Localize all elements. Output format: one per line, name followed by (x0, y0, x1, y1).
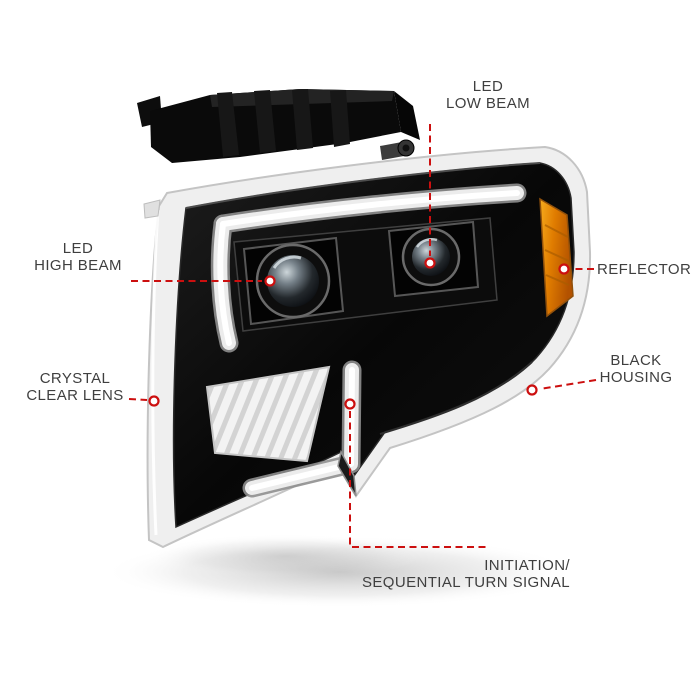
callout-led-high-beam: LED HIGH BEAM (30, 240, 126, 274)
leader-crystal-clear-lens (128, 395, 160, 407)
turn-signal-lens (205, 365, 331, 463)
callout-led-high-beam-line1: LED (62, 240, 94, 257)
callout-turn-signal-line1: INITIATION/ (484, 557, 570, 574)
callout-black-housing-line2: HOUSING (599, 369, 673, 386)
callout-turn-signal: INITIATION/ SEQUENTIAL TURN SIGNAL (340, 557, 570, 591)
lens-bottom-point (337, 449, 357, 497)
leader-turn-signal (344, 398, 488, 548)
mounting-tab (143, 199, 161, 219)
callout-reflector: REFLECTOR (597, 261, 697, 278)
callout-crystal-clear-lens-line1: CRYSTAL (39, 370, 111, 387)
leader-led-low-beam (424, 124, 436, 269)
high-beam-projector (242, 236, 345, 326)
callout-led-low-beam-line1: LED (472, 78, 504, 95)
callout-led-low-beam: LED LOW BEAM (403, 78, 573, 112)
leader-black-housing (526, 379, 597, 396)
leader-led-high-beam (131, 275, 276, 287)
amber-reflector (539, 197, 574, 318)
callout-led-high-beam-line2: HIGH BEAM (34, 257, 122, 274)
callout-reflector-label: REFLECTOR (597, 261, 692, 278)
mounting-bracket (137, 89, 420, 163)
callout-black-housing: BLACK HOUSING (598, 352, 674, 386)
leader-reflector (558, 263, 594, 275)
callout-turn-signal-line2: SEQUENTIAL TURN SIGNAL (361, 574, 570, 591)
callout-crystal-clear-lens: CRYSTAL CLEAR LENS (24, 370, 126, 404)
callout-crystal-clear-lens-line2: CLEAR LENS (26, 387, 124, 404)
floor-reflection (102, 534, 578, 608)
callout-black-housing-line1: BLACK (610, 352, 662, 369)
callout-led-low-beam-line2: LOW BEAM (445, 95, 531, 112)
